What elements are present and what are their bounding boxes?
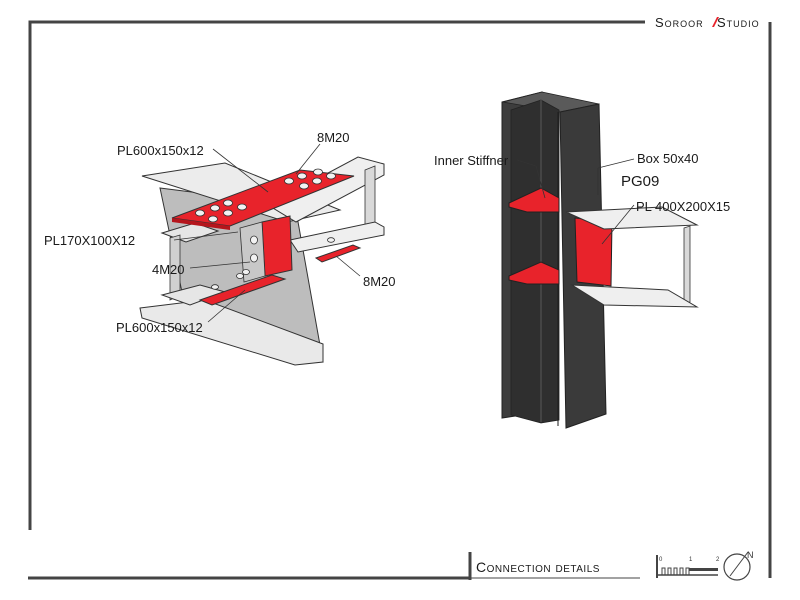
label-box: Box 50x40	[637, 151, 698, 166]
beam-top-flange	[266, 156, 385, 223]
bottom-flange-plate-left	[198, 274, 287, 306]
left-connection: PL600x150x12 8M20 PL170X100X12 4M20 8M20…	[44, 130, 396, 366]
bottom-bolts	[211, 237, 335, 290]
scale-tick-0: 0	[659, 557, 663, 563]
pg-beam-bottom-flange	[570, 284, 699, 308]
label-bottom-bolts: 8M20	[363, 274, 396, 289]
scale-bar: 0 1 2	[656, 555, 720, 578]
brand-logo: Soroor Studio	[655, 15, 760, 30]
shear-tab-plate	[261, 215, 293, 277]
pg-beam-web	[683, 225, 691, 305]
inner-stiffener-top	[508, 187, 560, 213]
pg-beam-top-flange	[565, 206, 699, 230]
north-arrow-icon: N	[723, 550, 754, 581]
brand-slash	[712, 17, 719, 27]
label-shear-plate: PL170X100X12	[44, 233, 135, 248]
box-column-inner	[510, 99, 560, 424]
scale-tick-2: 2	[716, 557, 720, 563]
brand-right: Studio	[717, 15, 760, 30]
brand-left: Soroor	[655, 15, 704, 30]
label-top-bolts: 8M20	[317, 130, 350, 145]
top-bolts	[195, 168, 336, 223]
right-connection: Inner Stiffner Box 50x40 PG09 PL 400X200…	[434, 91, 730, 429]
label-top-plate: PL600x150x12	[117, 143, 204, 158]
scale-tick-1: 1	[689, 557, 693, 563]
label-web-bolts: 4M20	[152, 262, 185, 277]
web-bolts	[236, 235, 258, 279]
label-beam: PG09	[621, 173, 659, 190]
top-flange-plate	[171, 169, 355, 227]
bottom-flange-plate-right	[314, 244, 362, 263]
right-leader-lines	[516, 158, 635, 245]
inner-stiffener-bottom	[508, 261, 560, 285]
label-face-plate: PL 400X200X15	[636, 199, 730, 214]
north-label: N	[747, 550, 754, 560]
sheet-frame	[28, 20, 772, 580]
label-bottom-plate: PL600x150x12	[116, 320, 203, 335]
left-leader-lines	[173, 143, 361, 323]
label-inner-stiffener: Inner Stiffner	[434, 153, 509, 168]
drawing-title: Connection details	[476, 559, 600, 575]
beam-bottom-flange	[289, 221, 385, 253]
